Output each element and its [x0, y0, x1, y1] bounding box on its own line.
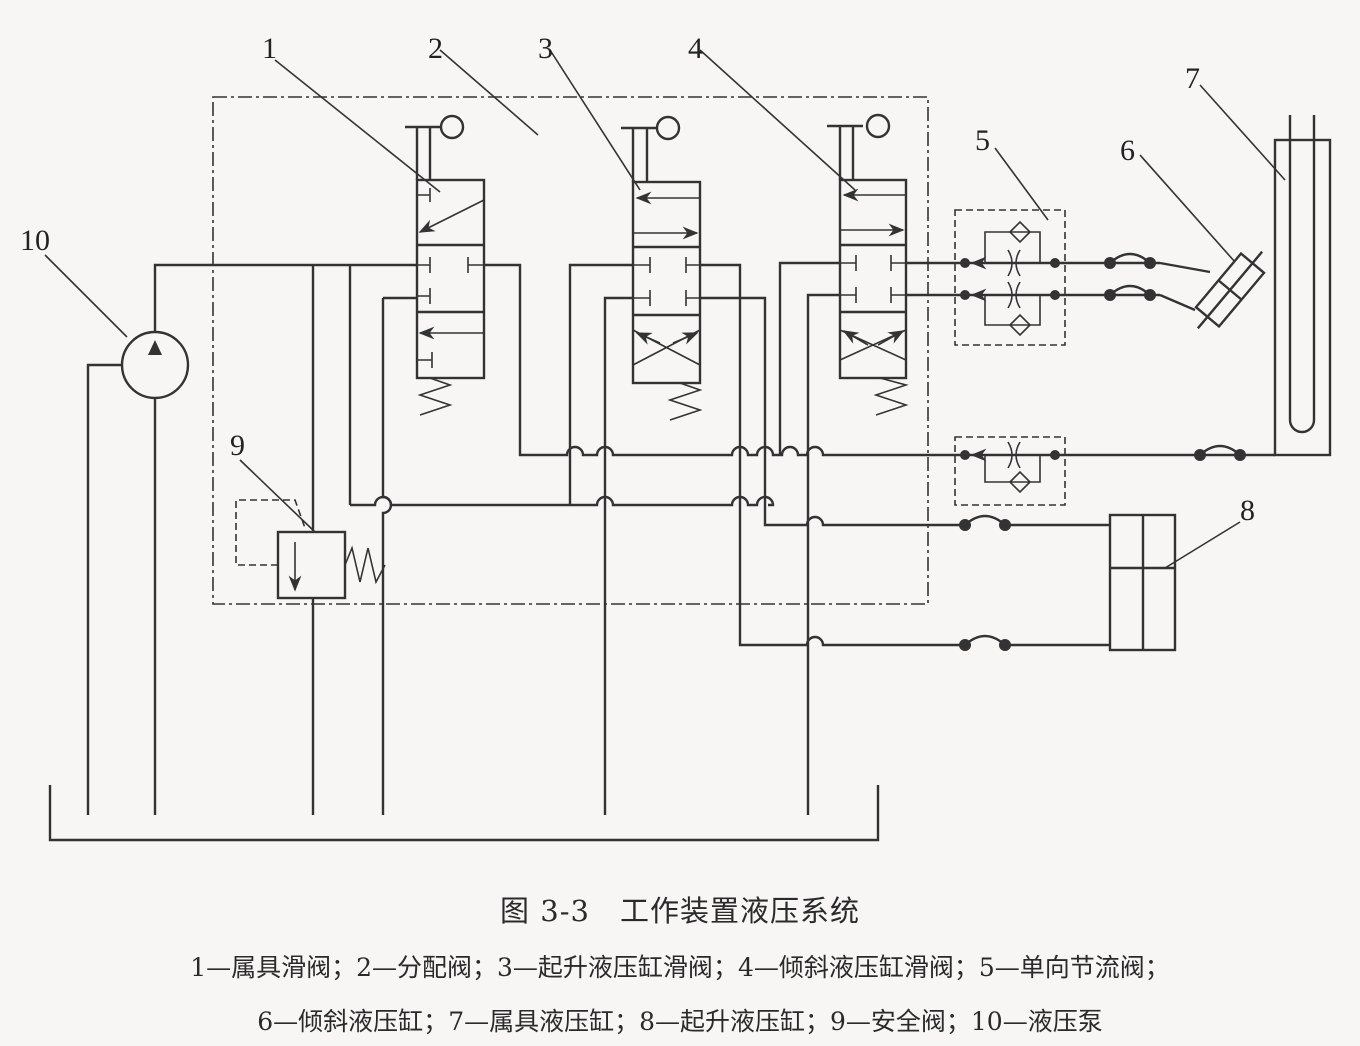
label-10: 10 — [20, 224, 50, 257]
tilt-cylinder-spool-valve — [827, 113, 909, 416]
attachment-spool-valve — [405, 114, 486, 416]
label-9: 9 — [230, 429, 245, 462]
legend-line-1: 1—属具滑阀；2—分配阀；3—起升液压缸滑阀；4—倾斜液压缸滑阀；5—单向节流阀… — [190, 953, 1170, 982]
safety-valve — [235, 499, 386, 600]
label-7: 7 — [1185, 62, 1200, 95]
label-3: 3 — [538, 32, 553, 65]
label-8: 8 — [1240, 494, 1255, 527]
label-6: 6 — [1120, 134, 1135, 167]
leader-lines — [44, 49, 1286, 569]
tank — [48, 785, 880, 842]
hydraulic-pump — [86, 263, 417, 815]
attachment-cylinder — [1273, 115, 1332, 457]
label-5: 5 — [975, 124, 990, 157]
lift-cylinder — [959, 513, 1177, 652]
throttle-valve-lower — [954, 436, 1275, 506]
pipelines — [311, 261, 965, 815]
tilt-cylinder — [1194, 250, 1266, 330]
lift-cylinder-spool-valve — [621, 115, 703, 421]
label-1: 1 — [262, 32, 277, 65]
label-4: 4 — [688, 32, 703, 65]
figure-caption: 图 3-3 工作装置液压系统 — [500, 894, 860, 928]
label-2: 2 — [428, 32, 443, 65]
legend-line-2: 6—倾斜液压缸；7—属具液压缸；8—起升液压缸；9—安全阀；10—液压泵 — [257, 1007, 1103, 1036]
one-way-throttle-valve — [954, 209, 1160, 346]
distribution-valve-boundary — [212, 96, 929, 605]
